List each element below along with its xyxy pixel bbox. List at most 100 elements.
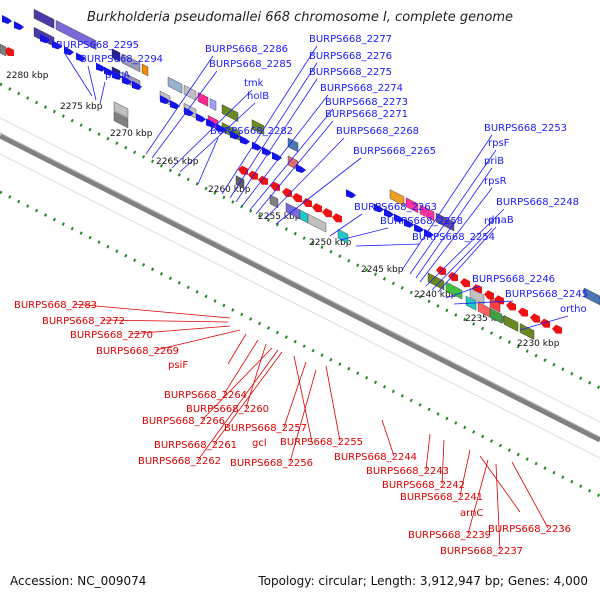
reverse-leader-line: [381, 419, 395, 457]
reverse-leader-line: [223, 339, 259, 395]
forward-gene-arrow: [414, 223, 424, 233]
cog-box-reverse: [299, 209, 309, 224]
forward-leader-line: [241, 94, 329, 207]
forward-gene-arrow: [170, 100, 180, 110]
reverse-leader-line: [479, 455, 521, 513]
forward-gene-label: BURPS668_2275: [309, 67, 392, 78]
reverse-leader-line: [155, 329, 241, 351]
forward-leader-line: [425, 208, 505, 287]
reverse-gene-label: BURPS668_2266: [142, 416, 225, 427]
reverse-leader-line: [293, 355, 313, 443]
reverse-leader-line: [283, 361, 307, 428]
forward-gene-arrow: [14, 21, 24, 31]
reverse-gene-arrow: [238, 165, 248, 175]
reverse-gene-label: BURPS668_2243: [366, 466, 449, 477]
reverse-gene-arrow: [332, 213, 342, 223]
forward-gene-arrow: [230, 130, 240, 140]
cog-box-forward: [221, 104, 239, 122]
tick-label: 2270 kbp: [110, 129, 153, 139]
cog-box-forward: [167, 76, 183, 94]
forward-gene-arrow: [160, 95, 170, 105]
reverse-gene-arrow: [312, 203, 322, 213]
reverse-leader-line: [201, 347, 273, 421]
cog-box-reverse-inner: [113, 101, 129, 119]
cog-box-forward: [183, 84, 197, 101]
reverse-gene-label: gcl: [252, 438, 267, 449]
reverse-gene-arrow: [302, 198, 312, 208]
cog-box-forward: [251, 119, 265, 136]
genome-summary-text: Topology: circular; Length: 3,912,947 bp…: [258, 574, 588, 588]
reverse-gene-label: BURPS668_2239: [408, 530, 491, 541]
forward-gene-label: BURPS668_2285: [209, 59, 292, 70]
tick-label: 2245 kbp: [361, 265, 404, 275]
cog-box-reverse: [269, 194, 279, 209]
tick-label: 2280 kbp: [6, 71, 49, 81]
guide-upper: [0, 117, 600, 423]
map-title: Burkholderia pseudomallei 668 chromosome…: [86, 10, 514, 25]
backbone-layer: [0, 132, 600, 443]
reverse-gene-arrow: [552, 324, 562, 334]
forward-leader-line: [401, 134, 493, 271]
forward-gene-label: BURPS668_2273: [325, 97, 408, 108]
reverse-gene-label: BURPS668_2264: [164, 390, 247, 401]
forward-gene-arrow: [374, 203, 384, 213]
forward-gene-label: BURPS668_2271: [325, 109, 408, 120]
reverse-gene-label: BURPS668_2244: [334, 452, 417, 463]
forward-leader-line: [235, 78, 318, 203]
forward-gene-label: BURPS668_2294: [80, 54, 163, 65]
reverse-gene-arrow: [518, 307, 528, 317]
forward-leader-line: [329, 213, 363, 237]
cog-box-forward: [209, 98, 217, 111]
forward-leader-line: [445, 285, 481, 299]
forward-gene-label: BURPS668_2274: [320, 83, 403, 94]
cog-box-forward: [111, 48, 121, 63]
cog-box-reverse: [445, 281, 463, 300]
backbone-line: [0, 133, 600, 443]
reverse-leader-line: [213, 351, 283, 445]
reverse-gene-arrow: [484, 290, 494, 300]
forward-gene-arrow: [40, 34, 50, 44]
tick-label: 2240 kbp: [414, 290, 457, 300]
forward-leader-line: [265, 137, 345, 219]
forward-gene-arrow: [206, 118, 216, 128]
tick-label: 2275 kbp: [60, 102, 103, 112]
forward-leader-line: [63, 51, 93, 97]
forward-gene-label: BURPS668_2277: [309, 34, 392, 45]
cog-box-forward: [33, 8, 55, 29]
forward-gene-label: BURPS668_2248: [496, 197, 579, 208]
reverse-gene-label: BURPS668_2272: [42, 316, 125, 327]
forward-gene-arrow: [216, 123, 226, 133]
reverse-leader-line: [101, 319, 229, 323]
backbone-highlight: [0, 132, 600, 438]
cog-box-forward: [55, 20, 97, 50]
cog-box-reverse: [427, 272, 445, 291]
forward-gene-arrow: [424, 228, 434, 238]
reverse-gene-label: BURPS668_2236: [488, 524, 571, 535]
forward-gene-arrow: [240, 135, 250, 145]
forward-gene-label: holB: [247, 91, 269, 102]
reverse-gene-label: arnC: [460, 508, 483, 519]
forward-gene-arrow: [122, 75, 132, 85]
tick-label: 2265 kbp: [156, 157, 199, 167]
reverse-leader-line: [459, 449, 471, 497]
forward-leader-line: [415, 167, 493, 279]
cog-box-reverse: [489, 307, 503, 324]
tick-label: 2230 kbp: [517, 339, 560, 349]
forward-gene-label: tmk: [244, 78, 264, 89]
forward-gene-arrow: [272, 151, 282, 161]
forward-leader-line: [99, 81, 106, 105]
forward-leader-line: [151, 70, 218, 159]
forward-leader-line: [179, 102, 256, 173]
cog-box-reverse: [519, 323, 535, 340]
reverse-gene-label: BURPS668_2261: [154, 440, 237, 451]
reverse-gene-label: BURPS668_2242: [382, 480, 465, 491]
forward-leader-line: [249, 108, 334, 211]
forward-gene-arrow: [296, 163, 306, 173]
forward-gene-label: BURPS668_2258: [380, 216, 463, 227]
forward-gene-arrow: [76, 52, 86, 62]
forward-gene-label: priB: [484, 156, 504, 167]
reverse-leader-line: [325, 365, 341, 442]
reverse-gene-arrow: [4, 47, 14, 57]
forward-leader-line: [453, 300, 514, 305]
